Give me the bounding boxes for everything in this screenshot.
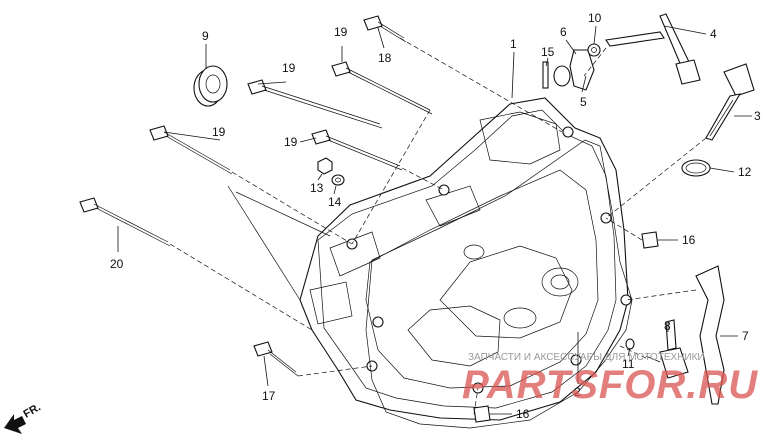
nut-13 xyxy=(317,157,333,175)
washer-14 xyxy=(331,174,345,186)
bolt-19-upper xyxy=(331,61,433,115)
callout-2: 2 xyxy=(574,385,581,399)
dowel-16-lower xyxy=(473,405,491,423)
callout-4: 4 xyxy=(710,27,717,41)
watermark: ЗАПЧАСТИ И АКСЕССУАРЫ ДЛЯ МОТОТЕХНИКИ PA… xyxy=(462,352,758,407)
o-ring-11 xyxy=(625,338,635,350)
right-crankcase-cover xyxy=(299,97,632,421)
leader-lines xyxy=(117,25,752,415)
callout-13: 13 xyxy=(310,181,324,195)
callout-9: 9 xyxy=(202,29,209,43)
callout-labels: 1 2 3 4 5 6 7 8 9 10 11 12 13 14 15 16 1… xyxy=(110,11,761,421)
callout-3: 3 xyxy=(754,109,761,123)
callout-16-lower: 16 xyxy=(516,407,530,421)
callout-19-upper: 19 xyxy=(334,25,348,39)
callout-20: 20 xyxy=(110,257,124,271)
callout-17: 17 xyxy=(262,389,276,403)
callout-8: 8 xyxy=(664,319,671,333)
oil-seal-9 xyxy=(193,65,228,107)
front-direction-indicator: FR. xyxy=(4,401,43,434)
washer-10 xyxy=(587,43,601,57)
kick-arm-4 xyxy=(605,13,701,85)
callout-19-left: 19 xyxy=(282,61,296,75)
callout-1: 1 xyxy=(510,37,517,51)
callout-14: 14 xyxy=(328,195,342,209)
callout-5: 5 xyxy=(580,95,587,109)
switch-8 xyxy=(645,319,689,379)
bolt-20 xyxy=(79,197,171,247)
bolt-19-left xyxy=(247,79,383,129)
spring-6 xyxy=(569,49,595,91)
washer-5 xyxy=(553,65,571,87)
callout-6: 6 xyxy=(560,25,567,39)
bolt-17 xyxy=(253,341,299,377)
callout-12: 12 xyxy=(738,165,752,179)
callout-11: 11 xyxy=(622,357,635,371)
callout-15: 15 xyxy=(541,45,555,59)
callout-18: 18 xyxy=(378,51,392,65)
cover-gasket xyxy=(365,139,633,429)
callout-10: 10 xyxy=(588,11,602,25)
front-label: FR. xyxy=(22,401,43,420)
dowel-16-upper xyxy=(641,231,659,249)
bolt-19-lower xyxy=(149,125,233,175)
watermark-logo: PARTSFOR.RU xyxy=(462,363,758,407)
o-ring-12 xyxy=(681,159,711,177)
bolt-18 xyxy=(363,15,407,43)
callout-19-mid: 19 xyxy=(284,135,298,149)
front-arrow-icon xyxy=(4,414,26,434)
callout-16-upper: 16 xyxy=(682,233,696,247)
callout-19-lower: 19 xyxy=(212,125,226,139)
callout-7: 7 xyxy=(742,329,749,343)
pin-15 xyxy=(542,61,549,89)
bolt-19-mid xyxy=(311,129,403,171)
guide-plate-7 xyxy=(695,265,725,405)
watermark-tagline: ЗАПЧАСТИ И АКСЕССУАРЫ ДЛЯ МОТОТЕХНИКИ xyxy=(468,352,705,363)
oil-filler-cap-3 xyxy=(705,63,755,141)
